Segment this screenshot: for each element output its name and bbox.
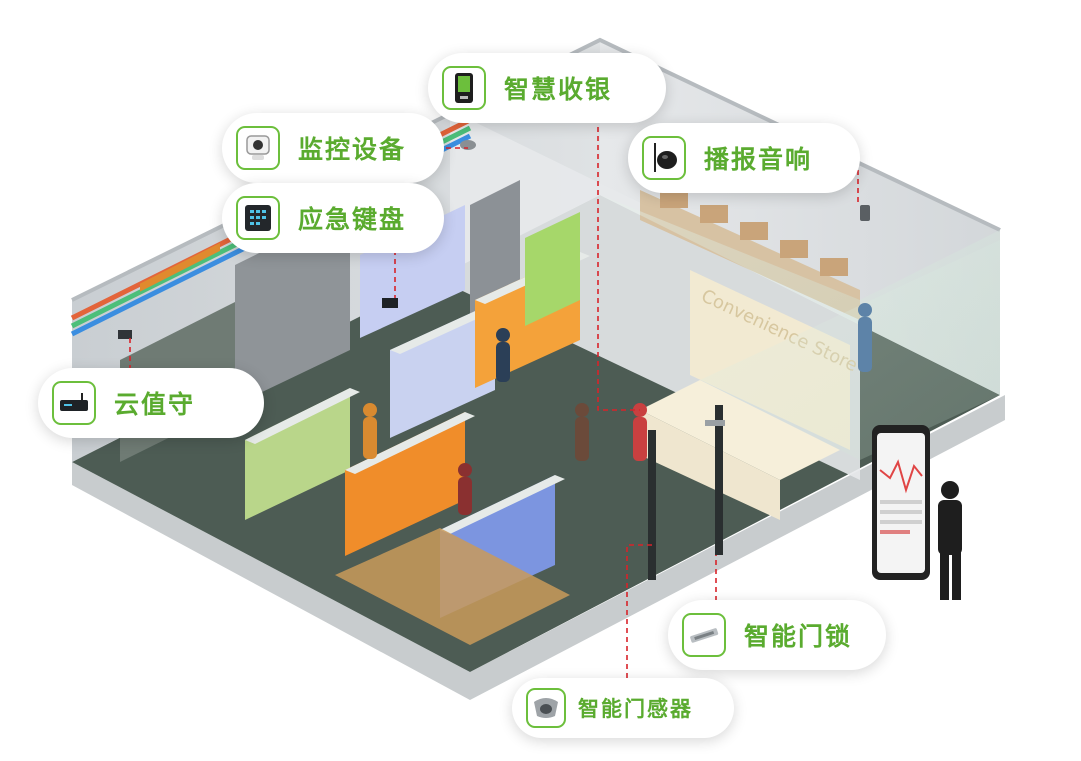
keypad-icon [236, 196, 280, 240]
cashier-terminal-icon [442, 66, 486, 110]
speaker-icon [642, 136, 686, 180]
callout-keypad: 应急键盘 [222, 183, 444, 253]
callout-speaker: 播报音响 [628, 123, 860, 193]
callout-door-sensor: 智能门感器 [512, 678, 734, 738]
callout-label: 应急键盘 [298, 205, 407, 234]
callout-door-lock: 智能门锁 [668, 600, 886, 670]
callout-label: 监控设备 [298, 135, 407, 164]
checkout-counter [640, 410, 780, 520]
callout-monitoring: 监控设备 [222, 113, 444, 183]
callout-label: 播报音响 [704, 145, 813, 174]
base-slab [72, 395, 1005, 700]
customer-with-phone [938, 481, 962, 600]
callout-label: 云值守 [114, 390, 196, 419]
door-lock-icon [682, 613, 726, 657]
callout-cloud-guard: 云值守 [38, 368, 264, 438]
callout-label: 智能门锁 [744, 622, 853, 651]
door-sensor-icon [526, 688, 566, 728]
people-figures [363, 303, 962, 600]
callout-cashier: 智慧收银 [428, 53, 666, 123]
callout-label: 智能门感器 [578, 697, 693, 721]
camera-icon [236, 126, 280, 170]
store-structure: Convenience Store [70, 37, 1005, 700]
phone-app-mockup [872, 425, 930, 580]
back-door [235, 208, 350, 405]
leader-cashier [597, 118, 640, 411]
gateway-box-icon [52, 381, 96, 425]
callout-label: 智慧收银 [504, 75, 613, 104]
